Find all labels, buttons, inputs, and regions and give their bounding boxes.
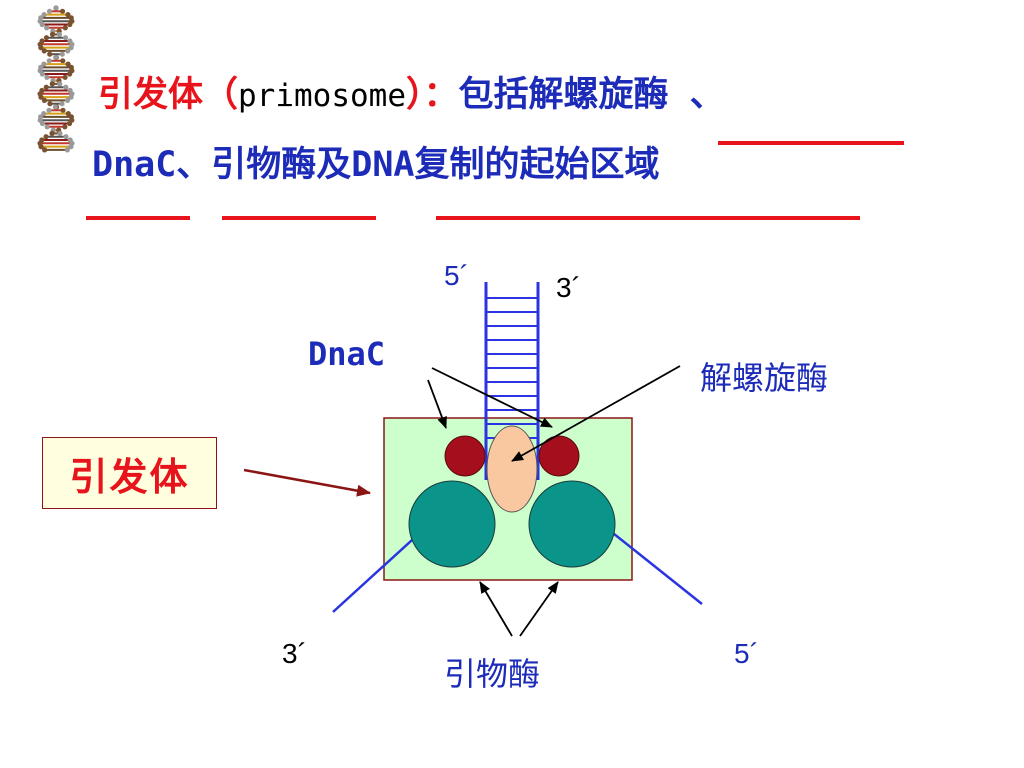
end-top-right: 3´ bbox=[556, 272, 581, 303]
underline-origin bbox=[436, 216, 860, 220]
underline-primase bbox=[222, 216, 376, 220]
title-primosome-cn: 引发体（ bbox=[98, 75, 239, 115]
primase-left bbox=[408, 480, 496, 568]
title-includes: 包括解螺旋酶 、 bbox=[458, 75, 725, 115]
title-line-2: DnaC、引物酶及DNA复制的起始区域 bbox=[92, 145, 660, 185]
arrow-primosome bbox=[243, 468, 371, 497]
arrow-helicase bbox=[511, 365, 681, 462]
title-primosome-en: primosome bbox=[238, 78, 406, 114]
helicase bbox=[486, 425, 538, 513]
dna-helix-icon bbox=[37, 5, 75, 153]
arrow-primase-left bbox=[479, 581, 513, 637]
primosome-label: 引发体 bbox=[69, 454, 190, 499]
label-helicase: 解螺旋酶 bbox=[700, 359, 829, 397]
end-bottom-left: 3´ bbox=[282, 638, 307, 669]
underline-helicase bbox=[718, 141, 904, 145]
underline-dnac bbox=[86, 216, 190, 220]
title-line-1: 引发体（primosome）：包括解螺旋酶 、 bbox=[98, 78, 725, 113]
primosome-label-box: 引发体 bbox=[42, 437, 217, 509]
end-top-left: 5´ bbox=[444, 260, 469, 291]
arrow-dnac-right bbox=[431, 367, 553, 428]
arrow-dnac-left bbox=[427, 379, 447, 429]
end-bottom-right: 5´ bbox=[734, 638, 759, 669]
label-dnac: DnaC bbox=[308, 335, 386, 373]
label-primase: 引物酶 bbox=[444, 655, 541, 693]
dnac-right bbox=[538, 435, 580, 477]
primase-right bbox=[528, 480, 616, 568]
arrow-primase-right bbox=[519, 581, 559, 637]
dnac-left bbox=[444, 435, 486, 477]
title-separator: ）： bbox=[406, 75, 459, 115]
